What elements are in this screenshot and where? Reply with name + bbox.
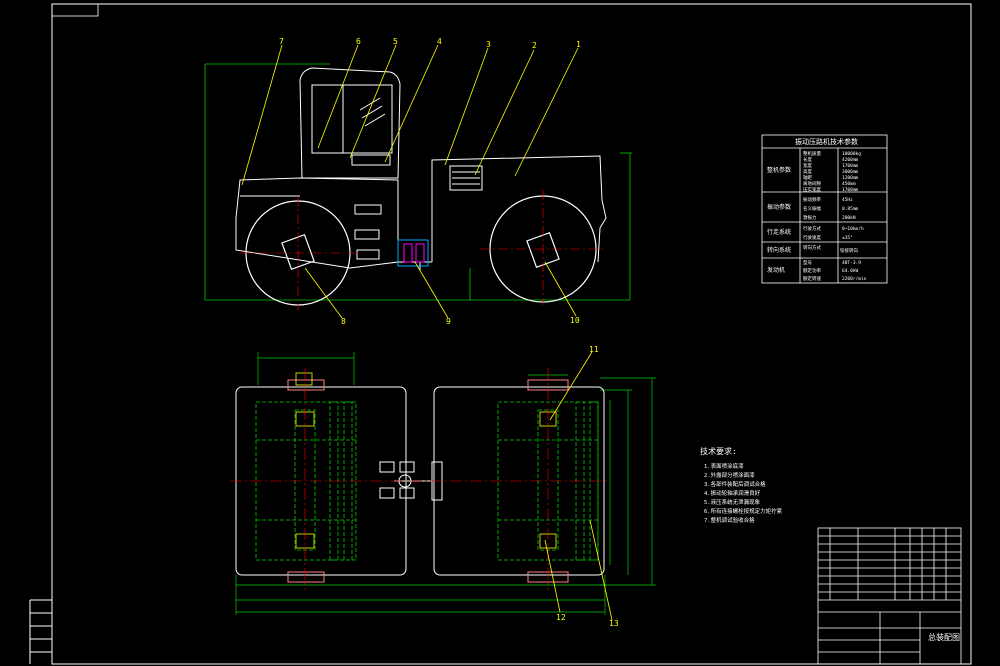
spec-label: 转向方式 [803,244,821,251]
spec-label: 轴距 [803,174,812,181]
spec-label: 高度 [803,168,812,175]
callout-11: 11 [589,345,599,354]
top-leaders [544,351,613,621]
spec-label: 额定转速 [803,275,821,282]
callout-6: 6 [356,37,361,46]
requirement-item: 6.所有连接螺栓按规定力矩拧紧 [704,507,783,515]
spec-table [761,134,888,284]
spec-group-1: 整机参数 [767,166,791,174]
articulation-joint [397,239,429,267]
side-view: 7 6 5 4 3 2 1 8 9 10 [204,37,632,326]
spec-value: 0.85mm [842,206,859,212]
requirement-item: 5.液压系统无泄漏现象 [704,498,761,506]
spec-value: 1200mm [842,175,859,181]
spec-label: 名义振幅 [803,205,821,212]
title-block [817,527,962,665]
side-leaders [241,44,579,319]
requirement-item: 1.表面喷涂底漆 [704,462,744,470]
spec-value: 2200r/min [842,276,867,282]
spec-value: 1700mm [842,187,859,193]
callout-4: 4 [437,37,442,46]
spec-label: 离地间隙 [803,180,821,187]
requirement-item: 3.各部件装配后调试合格 [704,480,766,488]
spec-table-text: 振动压路机技术参数 整机参数 振动参数 行走系统 转向系统 发动机 [767,137,858,274]
drawing-title: 总装配图 [928,632,960,642]
top-drives-detail [295,372,557,549]
technical-requirements: 技术要求: 1.表面喷涂底漆 2.外露部分喷涂面漆 3.各部件装配后调试合格 4… [700,446,783,524]
spec-value: 0~10km/h [842,226,864,232]
callout-9: 9 [446,317,451,326]
spec-table-title: 振动压路机技术参数 [795,137,858,146]
spec-label: 行驶方式 [803,225,821,232]
spec-group-2: 振动参数 [767,203,791,211]
callout-3: 3 [486,40,491,49]
callout-12: 12 [556,613,566,622]
spec-value: 4BT-3.9 [842,260,861,266]
spec-group-5: 发动机 [767,266,785,274]
callout-2: 2 [532,41,537,50]
spec-label: 铰接转向 [840,247,858,254]
spec-table-rows: 整机质量 长度 宽度 高度 轴距 离地间隙 压实宽度 振动频率 名义振幅 激振力… [803,150,867,282]
spec-value: 200kN [842,215,856,221]
top-view: 11 12 13 [230,345,656,628]
spec-label: 宽度 [803,162,812,169]
requirement-item: 7.整机调试验收合格 [704,516,755,524]
callout-8: 8 [341,317,346,326]
side-callouts: 7 6 5 4 3 2 1 8 9 10 [279,37,581,326]
requirements-title: 技术要求: [700,446,737,456]
callout-1: 1 [576,40,581,49]
spec-label: 激振力 [803,214,817,221]
spec-value: 10000kg [842,151,861,157]
spec-label: 振动频率 [803,196,821,203]
title-block-text: 总装配图 [928,632,960,642]
spec-group-4: 转向系统 [767,246,791,254]
spec-value: 1700mm [842,163,859,169]
requirement-item: 4.振动轮轴承润滑良好 [704,489,761,497]
spec-label: 额定功率 [803,267,821,274]
spec-value: ±35° [842,235,853,241]
callout-10: 10 [570,316,580,325]
side-dimension-frame [204,63,632,301]
spec-value: 45Hz [842,197,853,203]
spec-label: 压实宽度 [803,186,821,193]
spec-value: 4200mm [842,157,859,163]
spec-group-3: 行走系统 [767,228,791,236]
spec-value: 3000mm [842,169,859,175]
spec-label: 整机质量 [803,150,821,157]
requirement-item: 2.外露部分喷涂面漆 [704,471,755,479]
spec-label: 行驶速度 [803,234,821,241]
top-centerlines [230,368,610,590]
top-dimensions [235,352,656,615]
callout-5: 5 [393,37,398,46]
spec-label: 型号 [803,259,812,266]
side-centerlines [240,190,605,310]
callout-13: 13 [609,619,619,628]
callout-7: 7 [279,37,284,46]
spec-label: 长度 [803,156,812,163]
spec-value: 450mm [842,181,856,187]
top-callouts: 11 12 13 [556,345,619,628]
spec-value: 64.0kW [842,268,859,274]
sheet-border [29,3,972,665]
